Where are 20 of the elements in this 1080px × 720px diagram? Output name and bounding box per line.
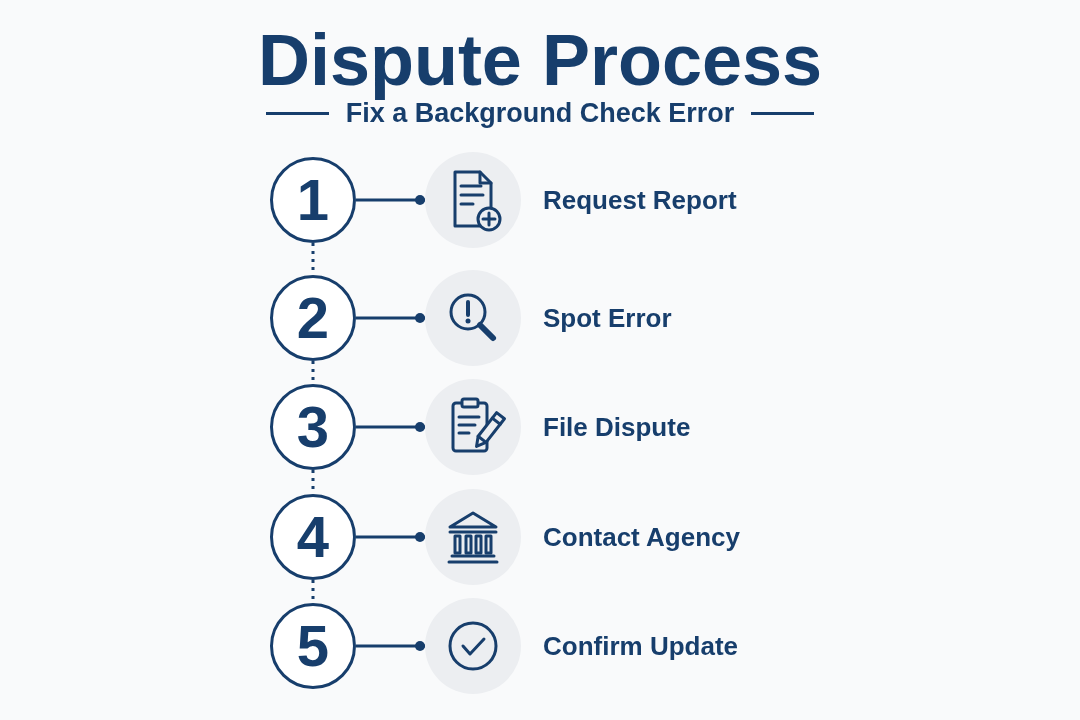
step-label: Spot Error: [543, 303, 672, 333]
columned-building-icon: [425, 489, 521, 585]
check-circle-icon: [425, 598, 521, 694]
step-number-circle: 2: [270, 275, 356, 361]
step-label: Contact Agency: [543, 522, 740, 552]
step-label: Confirm Update: [543, 631, 738, 661]
step-number-circle: 5: [270, 603, 356, 689]
connector-line: [356, 422, 425, 432]
clipboard-pencil-icon: [425, 379, 521, 475]
magnifier-exclamation-icon: [425, 270, 521, 366]
step-number-circle: 3: [270, 384, 356, 470]
document-plus-icon: [425, 152, 521, 248]
step-label: File Dispute: [543, 412, 691, 442]
connector-line: [356, 195, 425, 205]
connector-line: [356, 641, 425, 651]
step-number-circle: 4: [270, 494, 356, 580]
connector-line: [356, 532, 425, 542]
connector-line: [356, 313, 425, 323]
step-number-circle: 1: [270, 157, 356, 243]
step-label: Request Report: [543, 185, 737, 215]
